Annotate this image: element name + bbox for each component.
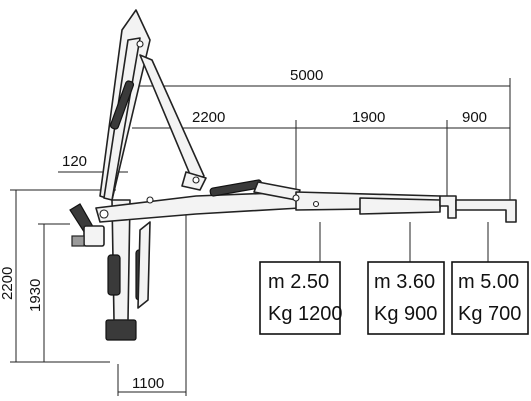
load-box-2-load: Kg 900 bbox=[374, 303, 437, 325]
load-box-3-radius: m 5.00 bbox=[458, 271, 519, 293]
load-box-1-load: Kg 1200 bbox=[268, 303, 343, 325]
load-box-3-load: Kg 700 bbox=[458, 303, 521, 325]
dimension-height-1930-label: 1930 bbox=[27, 279, 44, 312]
dimension-120-label: 120 bbox=[62, 153, 87, 170]
dimension-height-2200: 2200 bbox=[0, 189, 116, 363]
load-box-1: m 2.50 Kg 1200 bbox=[259, 261, 343, 335]
dimension-segments: 2200 1900 900 bbox=[132, 109, 510, 205]
dimension-1100: 1100 bbox=[117, 200, 187, 396]
dimension-5000: 5000 bbox=[132, 67, 511, 205]
dimension-5000-label: 5000 bbox=[290, 67, 323, 84]
crane-illustration bbox=[69, 9, 517, 341]
dimension-height-1930: 1930 bbox=[27, 223, 70, 362]
dimension-900-label: 900 bbox=[462, 109, 487, 126]
dimension-height-2200-label: 2200 bbox=[0, 267, 16, 300]
load-box-2: m 3.60 Kg 900 bbox=[367, 261, 445, 335]
load-box-1-radius: m 2.50 bbox=[268, 271, 329, 293]
load-box-3: m 5.00 Kg 700 bbox=[451, 261, 529, 335]
dimension-1900-label: 1900 bbox=[352, 109, 385, 126]
load-leader-lines bbox=[319, 222, 489, 262]
load-box-2-radius: m 3.60 bbox=[374, 271, 435, 293]
dimension-2200-label: 2200 bbox=[192, 109, 225, 126]
dimension-1100-label: 1100 bbox=[132, 375, 164, 392]
